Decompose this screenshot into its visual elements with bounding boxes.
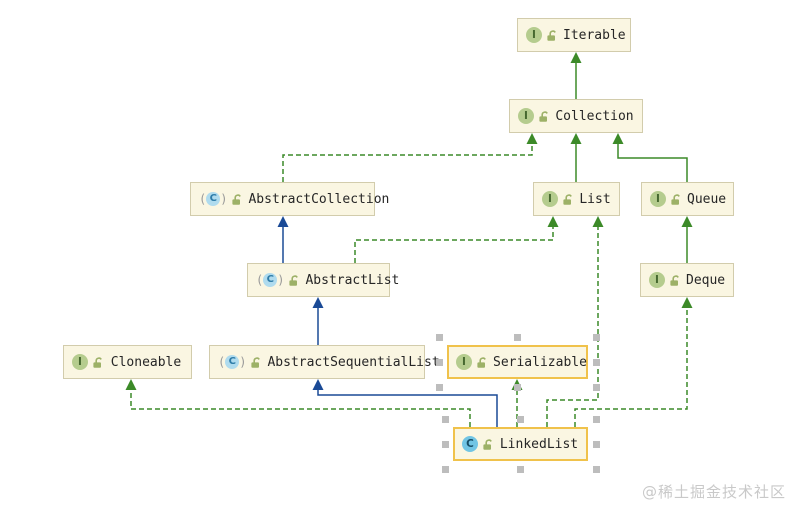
selection-handle[interactable] <box>514 333 521 341</box>
arrowhead-abstract-list-to-list <box>547 216 559 227</box>
kind-icon: ( C ) <box>462 436 478 452</box>
edge-linked-list-to-abstract-sequential-list-extends <box>317 389 498 427</box>
kind-badge-letter: C <box>263 273 278 287</box>
unlocked-padlock-icon <box>546 29 559 42</box>
edge-abstract-list-to-list-implements <box>354 226 554 263</box>
arrowhead-list-to-collection <box>570 133 582 144</box>
kind-icon: ( I ) <box>518 108 534 124</box>
node-label: Queue <box>687 191 727 207</box>
edge-linked-list-to-deque-implements <box>574 307 688 427</box>
kind-icon: ( I ) <box>526 27 542 43</box>
selection-handle[interactable] <box>441 440 449 448</box>
kind-icon: ( C ) <box>256 273 284 287</box>
arrowhead-queue-to-collection <box>612 133 624 144</box>
node-collection[interactable]: ( I ) Collection <box>509 99 643 133</box>
node-list[interactable]: ( I ) List <box>533 182 620 216</box>
selection-handle[interactable] <box>592 358 600 366</box>
edge-queue-to-collection-extends <box>617 143 688 182</box>
node-deque[interactable]: ( I ) Deque <box>640 263 734 297</box>
unlocked-padlock-icon <box>562 193 575 206</box>
kind-icon: ( I ) <box>456 354 472 370</box>
selection-handle[interactable] <box>514 383 521 391</box>
edge-linked-list-to-cloneable-implements <box>130 389 471 427</box>
arrowhead-linked-list-to-abstract-sequential-list <box>312 379 324 390</box>
arrowhead-abstract-list-to-abstract-collection <box>277 216 289 227</box>
kind-badge-letter: C <box>206 192 221 206</box>
unlocked-padlock-icon <box>538 110 551 123</box>
selection-handle[interactable] <box>441 465 449 473</box>
node-queue[interactable]: ( I ) Queue <box>641 182 734 216</box>
unlocked-padlock-icon <box>250 356 263 369</box>
kind-badge-letter: I <box>72 354 88 370</box>
node-label: AbstractSequentialList <box>267 354 440 370</box>
edge-abstract-collection-to-collection-implements <box>282 143 533 182</box>
kind-badge-letter: C <box>462 436 478 452</box>
selection-handle[interactable] <box>592 415 600 423</box>
abstract-paren-left: ( <box>199 192 207 206</box>
abstract-paren-left: ( <box>218 355 226 369</box>
node-label: AbstractCollection <box>248 191 390 207</box>
unlocked-padlock-icon <box>482 438 495 451</box>
node-label: Deque <box>686 272 726 288</box>
arrowhead-deque-to-queue <box>681 216 693 227</box>
kind-badge-letter: I <box>456 354 472 370</box>
node-abstract-collection[interactable]: ( C ) AbstractCollection <box>190 182 389 216</box>
node-label: LinkedList <box>499 436 579 452</box>
node-label: Cloneable <box>110 354 182 370</box>
watermark: @稀土掘金技术社区 <box>641 483 786 501</box>
arrowhead-linked-list-to-cloneable <box>125 379 137 390</box>
selection-handle[interactable] <box>441 415 449 423</box>
kind-badge-letter: I <box>542 191 558 207</box>
selection-handle[interactable] <box>592 465 600 473</box>
kind-badge-letter: I <box>649 272 665 288</box>
selection-handle[interactable] <box>435 358 443 366</box>
kind-badge-letter: I <box>650 191 666 207</box>
unlocked-padlock-icon <box>231 193 244 206</box>
abstract-paren-left: ( <box>256 273 264 287</box>
node-serializable[interactable]: ( I ) Serializable <box>447 345 588 379</box>
selection-handle[interactable] <box>435 333 443 341</box>
node-abstract-list[interactable]: ( C ) AbstractList <box>247 263 399 297</box>
abstract-paren-right: ) <box>220 192 228 206</box>
selection-handle[interactable] <box>592 440 600 448</box>
selection-handle[interactable] <box>435 383 443 391</box>
abstract-paren-right: ) <box>277 273 285 287</box>
node-label: AbstractList <box>305 272 400 288</box>
node-iterable[interactable]: ( I ) Iterable <box>517 18 631 52</box>
unlocked-padlock-icon <box>670 193 683 206</box>
arrowhead-abstract-collection-to-collection <box>526 133 538 144</box>
node-label: Iterable <box>563 27 626 43</box>
kind-icon: ( C ) <box>199 192 227 206</box>
arrowhead-collection-to-iterable <box>570 52 582 63</box>
selection-handle[interactable] <box>517 415 524 423</box>
kind-icon: ( I ) <box>649 272 665 288</box>
arrowhead-linked-list-to-deque <box>681 297 693 308</box>
unlocked-padlock-icon <box>476 356 489 369</box>
selection-handle[interactable] <box>592 333 600 341</box>
node-abstract-sequential-list[interactable]: ( C ) AbstractSequentialList <box>209 345 440 379</box>
kind-icon: ( I ) <box>650 191 666 207</box>
node-label: Collection <box>555 108 634 124</box>
kind-icon: ( I ) <box>542 191 558 207</box>
selection-handle[interactable] <box>592 383 600 391</box>
node-label: Serializable <box>493 354 587 370</box>
unlocked-padlock-icon <box>288 274 301 287</box>
arrowhead-linked-list-to-list <box>592 216 604 227</box>
edge-linked-list-to-list-implements <box>546 226 599 427</box>
unlocked-padlock-icon <box>92 356 105 369</box>
kind-badge-letter: C <box>225 355 240 369</box>
kind-icon: ( I ) <box>72 354 88 370</box>
arrowhead-abstract-sequential-list-to-abstract-list <box>312 297 324 308</box>
kind-icon: ( C ) <box>218 355 246 369</box>
node-cloneable[interactable]: ( I ) Cloneable <box>63 345 192 379</box>
selection-handle[interactable] <box>517 465 524 473</box>
node-linked-list[interactable]: ( C ) LinkedList <box>453 427 588 461</box>
abstract-paren-right: ) <box>239 355 247 369</box>
kind-badge-letter: I <box>518 108 534 124</box>
node-label: List <box>579 191 611 207</box>
kind-badge-letter: I <box>526 27 542 43</box>
unlocked-padlock-icon <box>669 274 682 287</box>
